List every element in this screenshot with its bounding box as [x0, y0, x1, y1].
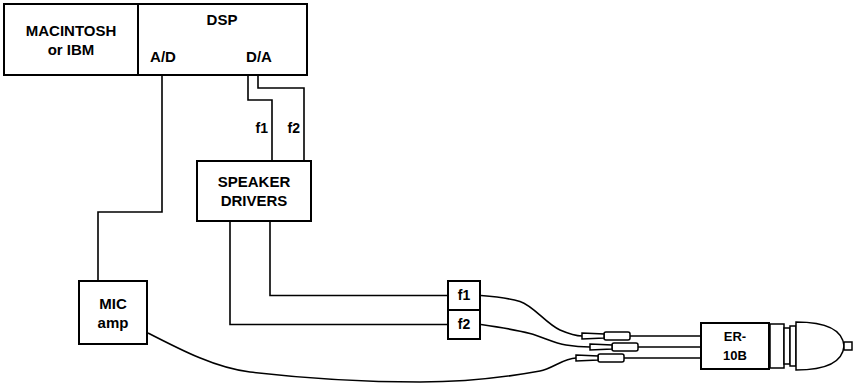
box-label: SPEAKER DRIVERS — [218, 172, 291, 210]
box-label: MACINTOSH or IBM — [26, 21, 117, 59]
probe-ring — [790, 326, 796, 366]
tube-plug — [576, 355, 598, 361]
box-label: DSP — [207, 10, 238, 29]
tube-plug — [582, 333, 604, 339]
ear-tip-nozzle — [844, 342, 852, 350]
box-label: ER-10B — [723, 327, 747, 365]
box-label: D/A — [246, 47, 272, 66]
tube-sleeve — [598, 354, 624, 362]
ear-tip — [796, 322, 844, 370]
tube-sleeve — [612, 343, 638, 351]
computer-box: MACINTOSH or IBM — [3, 3, 139, 76]
probe-body-box: ER-10B — [700, 322, 770, 370]
tube-plug — [590, 344, 612, 350]
probe-ring — [784, 328, 790, 364]
mic-amp-box: MIC amp — [78, 280, 148, 345]
box-label: MIC amp — [98, 294, 129, 332]
speaker-f2-box: f2 — [447, 309, 481, 340]
signal-wire — [230, 222, 447, 325]
tube-sleeve — [604, 332, 630, 340]
signal-wire — [148, 333, 700, 382]
signal-wire — [270, 222, 447, 296]
signal-wire — [258, 76, 304, 160]
speaker-drivers-box: SPEAKER DRIVERS — [196, 160, 312, 222]
signal-label: f1 — [255, 120, 269, 136]
probe-collar — [770, 324, 784, 368]
box-label: A/D — [150, 47, 176, 66]
signal-wire — [98, 76, 162, 280]
box-label: f2 — [458, 315, 470, 334]
box-label: f1 — [458, 286, 470, 305]
signal-label: f2 — [287, 120, 301, 136]
speaker-f1-box: f1 — [447, 280, 481, 311]
dsp-box: DSP A/D D/A — [137, 3, 308, 76]
